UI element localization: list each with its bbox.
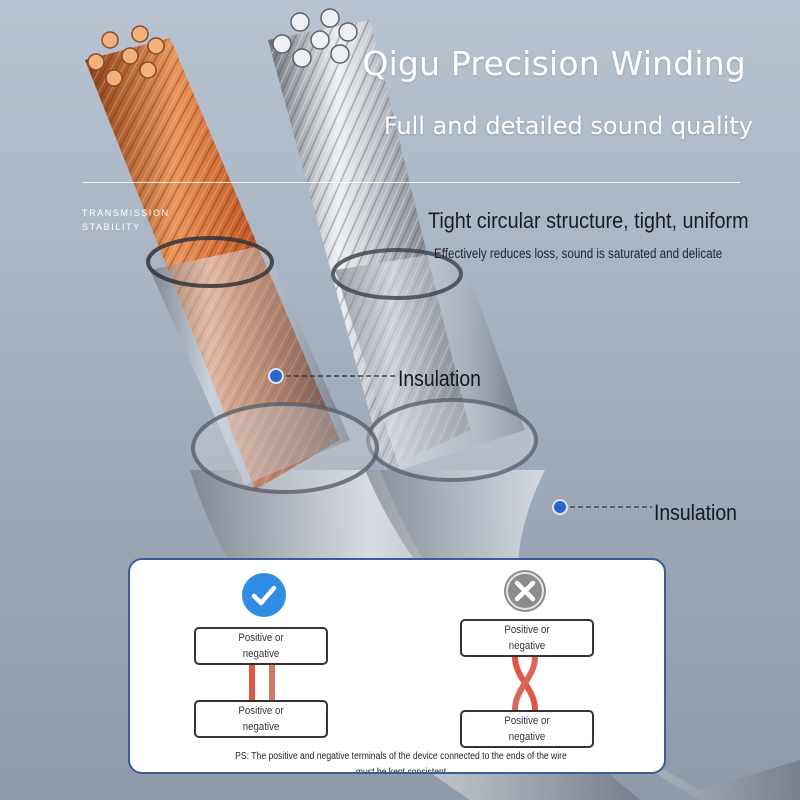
- page-title: Qigu Precision Winding: [362, 44, 746, 83]
- wiring-diagram-panel: Positive or negative Positive or negativ…: [128, 558, 666, 774]
- feature-description: Effectively reduces loss, sound is satur…: [434, 246, 723, 261]
- terminal-label: Positive or negative: [238, 705, 284, 733]
- side-tag-line-2: STABILITY: [82, 222, 141, 232]
- terminal-label: Positive or negative: [504, 715, 550, 743]
- x-circle-icon: [504, 570, 546, 612]
- incorrect-top-terminal: Positive or negative: [460, 619, 594, 657]
- terminal-label: Positive or negative: [238, 632, 284, 660]
- silver-conductor: [268, 8, 538, 482]
- side-tag: TRANSMISSION STABILITY: [82, 206, 170, 234]
- insulation-label-2: Insulation: [654, 500, 737, 525]
- terminal-label: Positive or negative: [504, 624, 550, 652]
- callout-leader-2: [552, 499, 652, 515]
- page-subtitle: Full and detailed sound quality: [383, 112, 753, 140]
- insulation-label-1: Insulation: [398, 366, 481, 391]
- parallel-wires: [249, 665, 275, 700]
- correct-bottom-terminal: Positive or negative: [194, 700, 328, 738]
- crossed-wires: [512, 656, 538, 711]
- incorrect-bottom-terminal: Positive or negative: [460, 710, 594, 748]
- feature-title: Tight circular structure, tight, uniform: [428, 208, 749, 233]
- header-divider: [82, 182, 740, 183]
- wire-connections: [249, 656, 538, 711]
- polarity-note: PS: The positive and negative terminals …: [235, 751, 567, 774]
- correct-top-terminal: Positive or negative: [194, 627, 328, 665]
- side-tag-line-1: TRANSMISSION: [82, 208, 170, 218]
- callout-leader-1: [268, 368, 396, 384]
- check-circle-icon: [242, 573, 286, 617]
